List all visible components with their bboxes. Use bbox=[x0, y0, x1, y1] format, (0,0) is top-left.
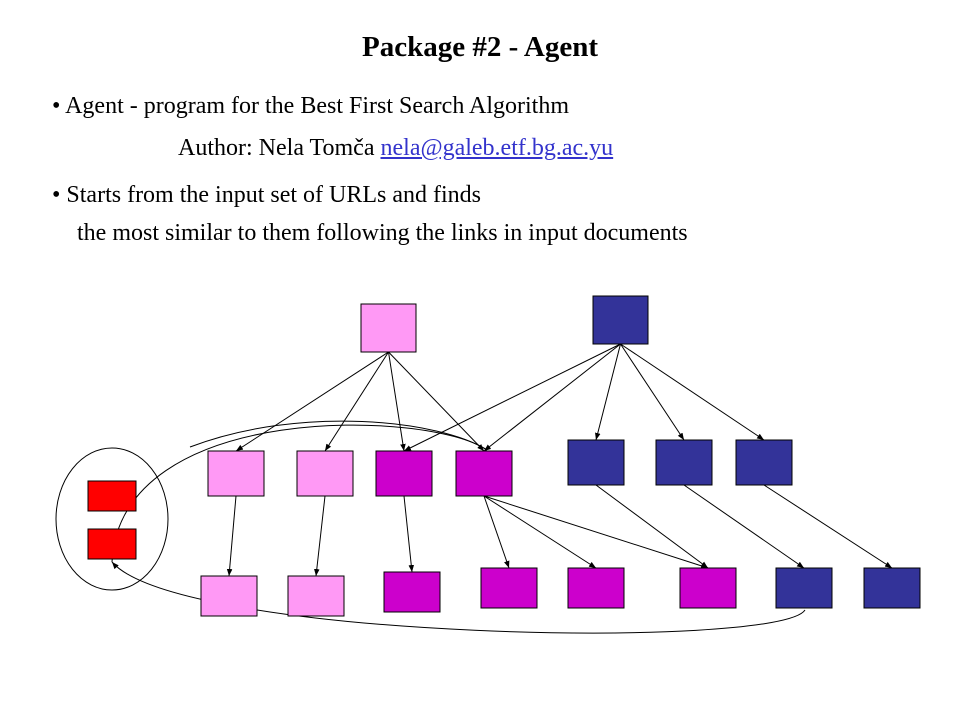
node-root-pink bbox=[360, 303, 417, 353]
bullet-agent-description: • Agent - program for the Best First Sea… bbox=[52, 93, 569, 119]
bullet-starts-from: • Starts from the input set of URLs and … bbox=[52, 182, 482, 208]
node-m6 bbox=[655, 439, 713, 486]
author-email-link[interactable]: nela@galeb.etf.bg.ac.yu bbox=[380, 135, 614, 161]
node-b2 bbox=[287, 575, 345, 617]
edge-m1-to-b1 bbox=[226, 495, 237, 577]
edge-root-pink-to-m1 bbox=[235, 351, 389, 452]
slide-title: Package #2 - Agent bbox=[362, 31, 598, 63]
edge-root-navy-to-m4 bbox=[483, 343, 621, 452]
node-r1 bbox=[87, 480, 137, 512]
node-root-navy bbox=[592, 295, 649, 345]
node-m1 bbox=[207, 450, 265, 497]
node-m2 bbox=[296, 450, 354, 497]
node-b8 bbox=[863, 567, 921, 609]
node-m4 bbox=[455, 450, 513, 497]
edge-root-navy-to-m7 bbox=[620, 343, 765, 441]
edge-m2-to-b2 bbox=[314, 495, 326, 577]
node-b1 bbox=[200, 575, 258, 617]
bullet-starts-from-continued: the most similar to them following the l… bbox=[77, 220, 688, 246]
nodes-layer bbox=[87, 295, 921, 617]
edge-m5-to-b6 bbox=[595, 484, 709, 569]
edge-m4-to-b6 bbox=[483, 495, 709, 569]
node-r2 bbox=[87, 528, 137, 560]
author-line: Author: Nela Tomča nela@galeb.etf.bg.ac.… bbox=[178, 133, 613, 163]
node-b4 bbox=[480, 567, 538, 609]
edge-m4-to-b4 bbox=[483, 495, 510, 569]
node-m3 bbox=[375, 450, 433, 497]
result-set-circle bbox=[55, 447, 169, 591]
node-b3 bbox=[383, 571, 441, 613]
node-b6 bbox=[679, 567, 737, 609]
feedback-loop-arc bbox=[111, 561, 806, 634]
edge-root-pink-to-m4 bbox=[388, 351, 485, 452]
edge-root-pink-to-m3 bbox=[388, 351, 406, 452]
edge-m7-to-b8 bbox=[763, 484, 893, 569]
edges-layer bbox=[226, 343, 893, 577]
node-m7 bbox=[735, 439, 793, 486]
selection-upper-arc bbox=[189, 420, 488, 451]
node-m5 bbox=[567, 439, 625, 486]
edge-m3-to-b3 bbox=[403, 495, 415, 573]
edge-root-navy-to-m3 bbox=[403, 343, 621, 452]
edge-root-navy-to-m5 bbox=[595, 343, 621, 441]
edge-root-navy-to-m6 bbox=[620, 343, 685, 441]
edge-m6-to-b7 bbox=[683, 484, 805, 569]
author-label: Author: Nela Tomča bbox=[178, 135, 381, 161]
edge-m4-to-b5 bbox=[483, 495, 597, 569]
edge-root-pink-to-m2 bbox=[324, 351, 389, 452]
node-b7 bbox=[775, 567, 833, 609]
node-b5 bbox=[567, 567, 625, 609]
